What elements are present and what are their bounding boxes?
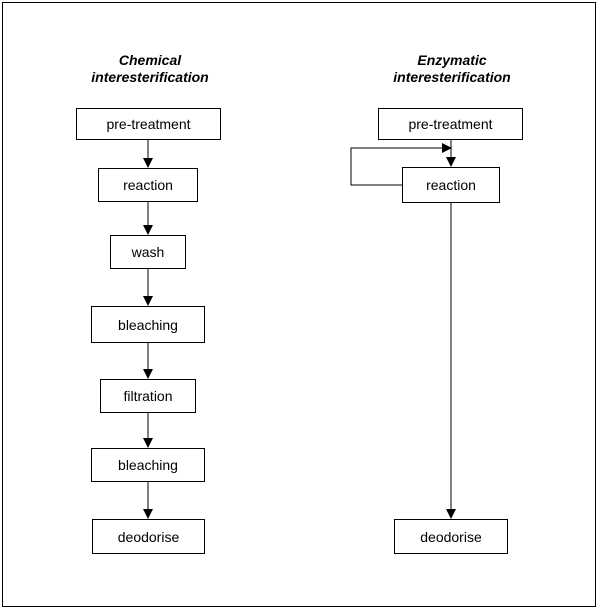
chemical-column-title: Chemical interesterification [60,52,240,86]
chem-step-wash: wash [110,235,186,269]
chem-step-bleaching-2: bleaching [91,448,205,482]
chem-step-reaction: reaction [98,168,198,202]
chem-step-deodorise: deodorise [92,519,205,554]
chemical-title-line1: Chemical [118,52,182,68]
enzymatic-title-line1: Enzymatic [417,52,487,68]
enz-recycle-loop [350,143,452,186]
chem-step-bleaching-1: bleaching [91,306,205,343]
enz-step-deodorise: deodorise [394,519,508,554]
enzymatic-column-title: Enzymatic interesterification [362,52,542,86]
chemical-title-line2: interesterification [91,69,209,85]
chem-step-filtration: filtration [100,379,196,413]
enz-step-reaction: reaction [402,167,500,203]
chem-step-pretreatment: pre-treatment [76,108,221,140]
enzymatic-title-line2: interesterification [393,69,511,85]
enz-step-pretreatment: pre-treatment [378,108,523,140]
